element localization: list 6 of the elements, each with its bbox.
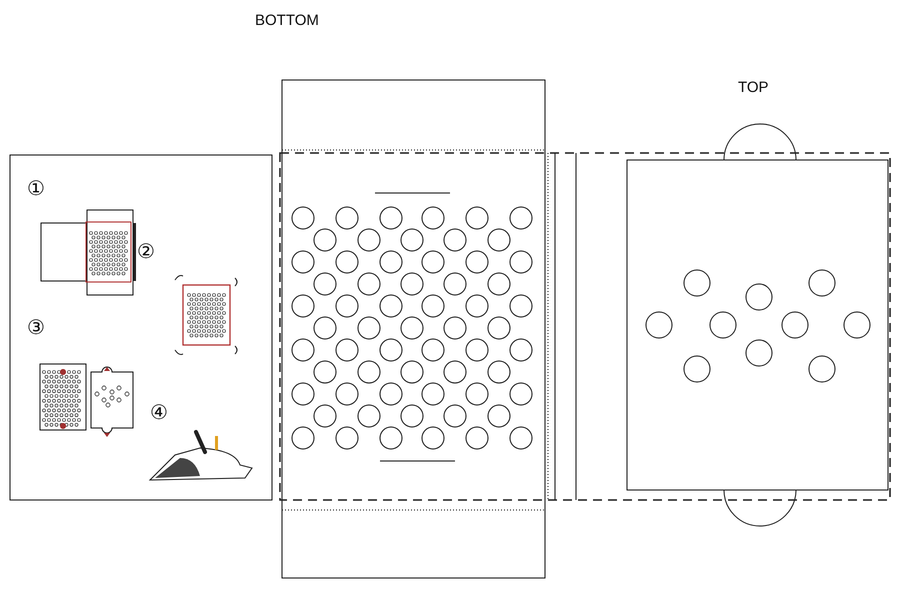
step-number: ④	[150, 403, 168, 423]
side-heading: BOTTOM	[255, 13, 319, 28]
step-number: ②	[137, 242, 155, 262]
step-number: ③	[27, 318, 45, 338]
side-heading: TOP	[738, 80, 769, 95]
step-number: ①	[27, 179, 45, 199]
